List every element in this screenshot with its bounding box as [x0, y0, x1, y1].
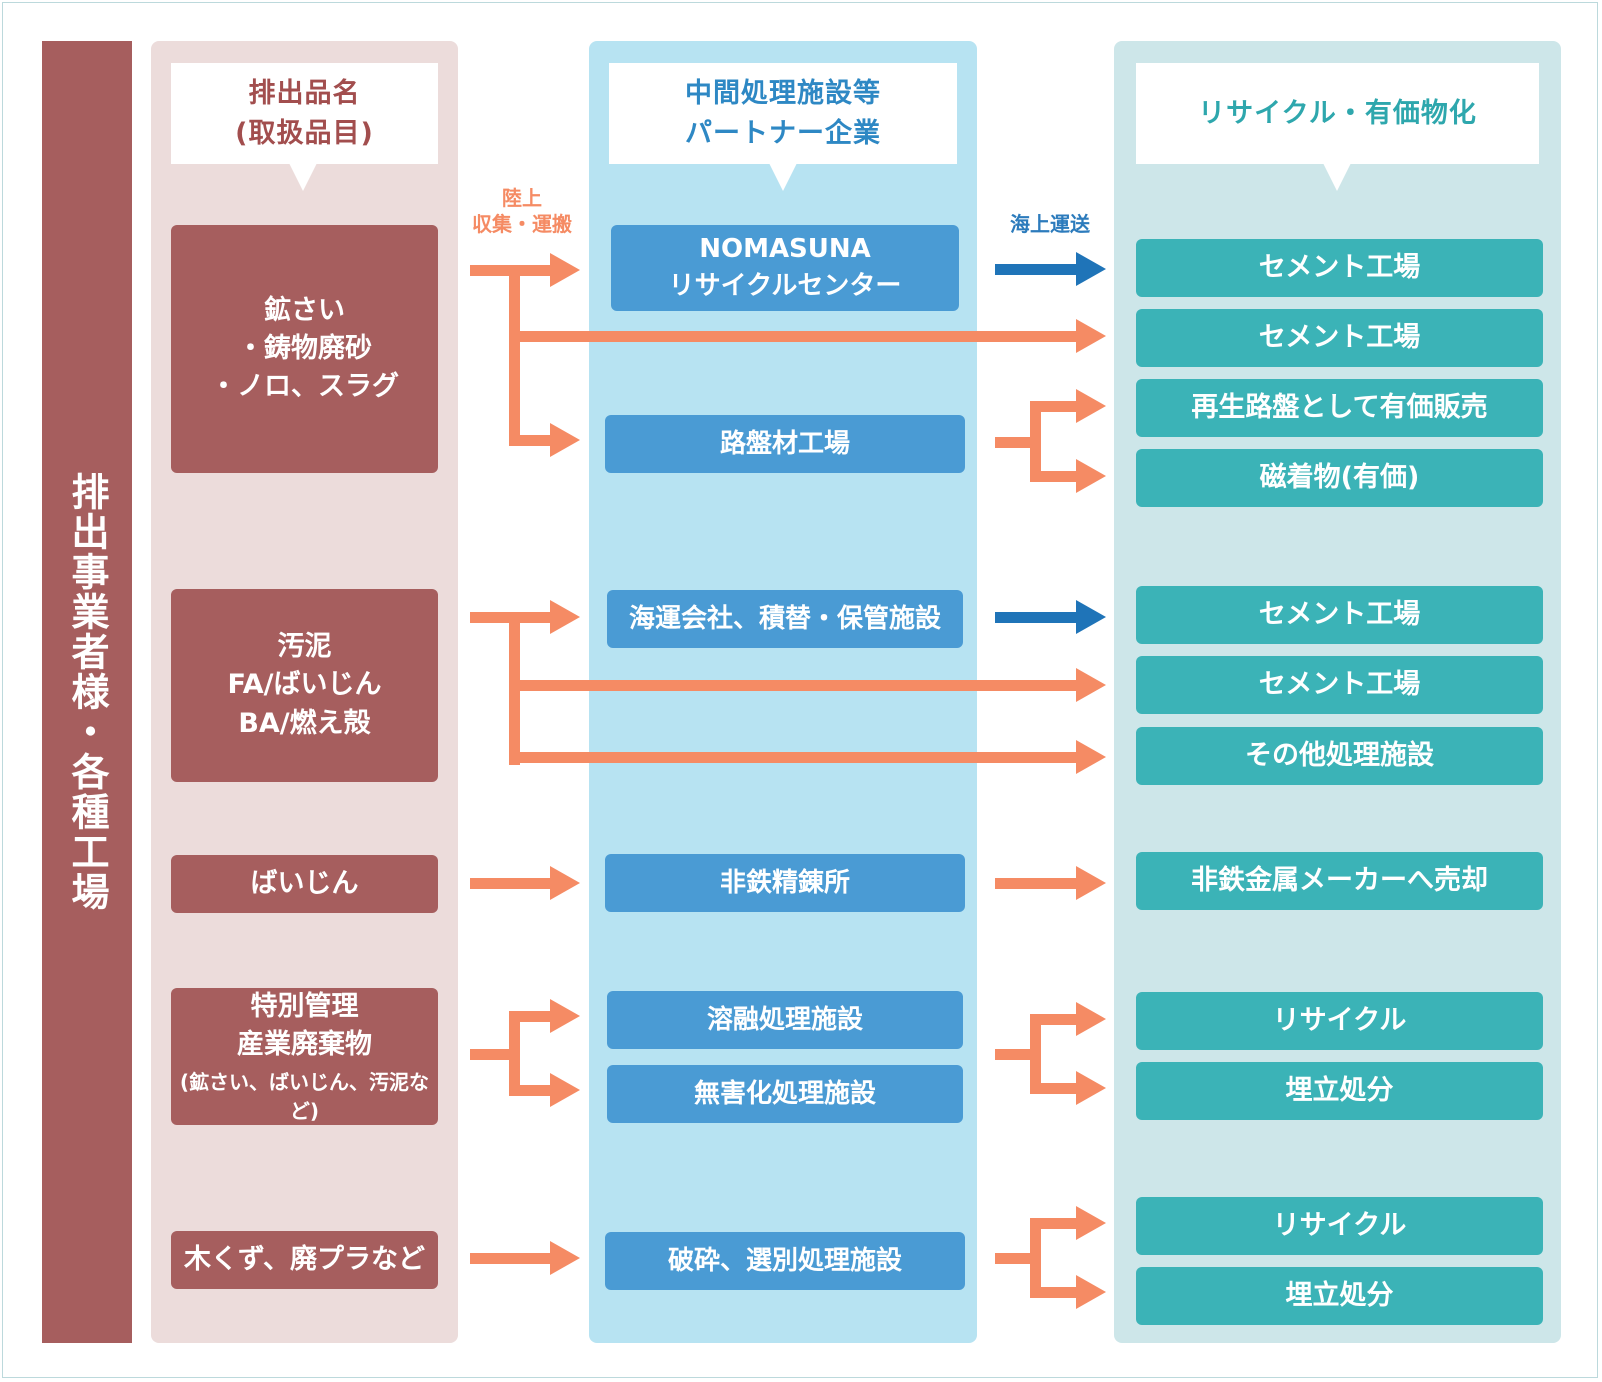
special-waste-title: 特別管理 産業廃棄物 — [237, 990, 372, 1061]
partner-box-nomasuna: NOMASUNA リサイクルセンター — [611, 225, 959, 311]
recycle-box-recycle-1: リサイクル — [1136, 992, 1543, 1050]
partners-header: 中間処理施設等 パートナー企業 — [609, 63, 957, 164]
partner-box-crushing-facility: 破砕、選別処理施設 — [605, 1232, 965, 1290]
arrow-shaft — [1038, 1014, 1078, 1025]
recycle-header: リサイクル・有価物化 — [1136, 63, 1539, 164]
sources-header-pointer — [289, 163, 317, 191]
arrow-head — [1076, 1206, 1106, 1240]
partners-header-pointer — [769, 163, 797, 191]
arrow-shaft — [470, 1049, 516, 1060]
arrow-shaft — [1038, 1083, 1078, 1094]
land-arrows — [470, 253, 1106, 1309]
arrow-head — [550, 1073, 580, 1107]
arrow-trunk — [1030, 1014, 1041, 1094]
arrow-shaft — [1038, 1287, 1078, 1298]
recycle-box-other-facility: その他処理施設 — [1136, 727, 1543, 785]
arrow-shaft — [1038, 401, 1078, 412]
arrow-head — [1076, 1002, 1106, 1036]
recycle-header-pointer — [1323, 163, 1351, 191]
source-box-special-waste: 特別管理 産業廃棄物 (鉱さい、ばいじん、汚泥など) — [171, 988, 438, 1125]
arrow-head — [1076, 389, 1106, 423]
arrow-trunk — [1030, 401, 1041, 482]
sea-arrows — [995, 252, 1106, 634]
arrow-shaft — [995, 878, 1078, 889]
arrow-shaft — [516, 435, 552, 446]
recycle-box-cement-1: セメント工場 — [1136, 239, 1543, 297]
arrow-shaft — [995, 612, 1078, 623]
partner-box-detox-facility: 無害化処理施設 — [607, 1065, 963, 1123]
arrow-head — [550, 600, 580, 634]
recycle-box-magnetic: 磁着物(有価) — [1136, 449, 1543, 507]
source-box-sludge: 汚泥 FA/ばいじん BA/燃え殻 — [171, 589, 438, 782]
arrow-trunk — [1030, 1218, 1041, 1298]
arrow-trunk — [509, 1011, 520, 1096]
arrow-shaft — [995, 264, 1078, 275]
arrow-shaft — [1038, 471, 1078, 482]
partner-box-melting-facility: 溶融処理施設 — [607, 991, 963, 1049]
arrow-head — [1076, 600, 1106, 634]
arrow-shaft — [470, 878, 552, 889]
source-box-slag: 鉱さい ・鋳物廃砂 ・ノロ、スラグ — [171, 225, 438, 473]
arrow-shaft — [516, 752, 1078, 763]
arrow-shaft — [995, 1253, 1033, 1264]
side-label-bar: 排出事業者様・各種工場 — [42, 41, 132, 1343]
arrow-head — [550, 1241, 580, 1275]
partner-box-shipping: 海運会社、積替・保管施設 — [607, 590, 963, 648]
recycle-box-cement-2: セメント工場 — [1136, 309, 1543, 367]
recycle-box-cement-3: セメント工場 — [1136, 586, 1543, 644]
arrow-shaft — [995, 437, 1033, 448]
recycle-box-roadbed-sale: 再生路盤として有価販売 — [1136, 379, 1543, 437]
source-box-wood-plastic: 木くず、廃プラなど — [171, 1231, 438, 1289]
arrow-head — [550, 423, 580, 457]
arrow-trunk — [509, 265, 520, 446]
arrow-head — [1076, 668, 1106, 702]
land-transport-label: 陸上 収集・運搬 — [472, 186, 572, 236]
arrow-shaft — [995, 1049, 1033, 1060]
special-waste-note: (鉱さい、ばいじん、汚泥など) — [179, 1070, 430, 1123]
arrow-shaft — [516, 612, 552, 623]
arrow-shaft — [470, 1253, 552, 1264]
arrow-shaft — [1038, 1218, 1078, 1229]
arrow-head — [550, 253, 580, 287]
recycle-box-nonferrous-sale: 非鉄金属メーカーへ売却 — [1136, 852, 1543, 910]
partner-box-nonferrous-smelter: 非鉄精錬所 — [605, 854, 965, 912]
arrow-shaft — [516, 331, 1078, 342]
arrow-head — [1076, 1275, 1106, 1309]
arrow-head — [1076, 252, 1106, 286]
arrow-shaft — [516, 265, 552, 276]
arrow-shaft — [516, 680, 1078, 691]
recycle-box-recycle-2: リサイクル — [1136, 1197, 1543, 1255]
recycle-box-cement-4: セメント工場 — [1136, 656, 1543, 714]
arrow-shaft — [470, 265, 516, 276]
arrow-head — [1076, 740, 1106, 774]
arrow-shaft — [516, 1011, 552, 1022]
arrow-trunk — [509, 612, 520, 765]
arrow-head — [550, 999, 580, 1033]
sources-header: 排出品名 (取扱品目) — [171, 63, 438, 164]
arrow-head — [1076, 319, 1106, 353]
arrow-shaft — [516, 1085, 552, 1096]
arrow-shaft — [470, 612, 516, 623]
arrow-head — [550, 866, 580, 900]
source-box-dust: ばいじん — [171, 855, 438, 913]
arrow-head — [1076, 1071, 1106, 1105]
recycle-box-landfill-2: 埋立処分 — [1136, 1267, 1543, 1325]
arrow-head — [1076, 459, 1106, 493]
arrow-head — [1076, 866, 1106, 900]
sea-transport-label: 海上運送 — [1010, 212, 1090, 236]
recycle-box-landfill-1: 埋立処分 — [1136, 1062, 1543, 1120]
partner-box-roadbed-factory: 路盤材工場 — [605, 415, 965, 473]
